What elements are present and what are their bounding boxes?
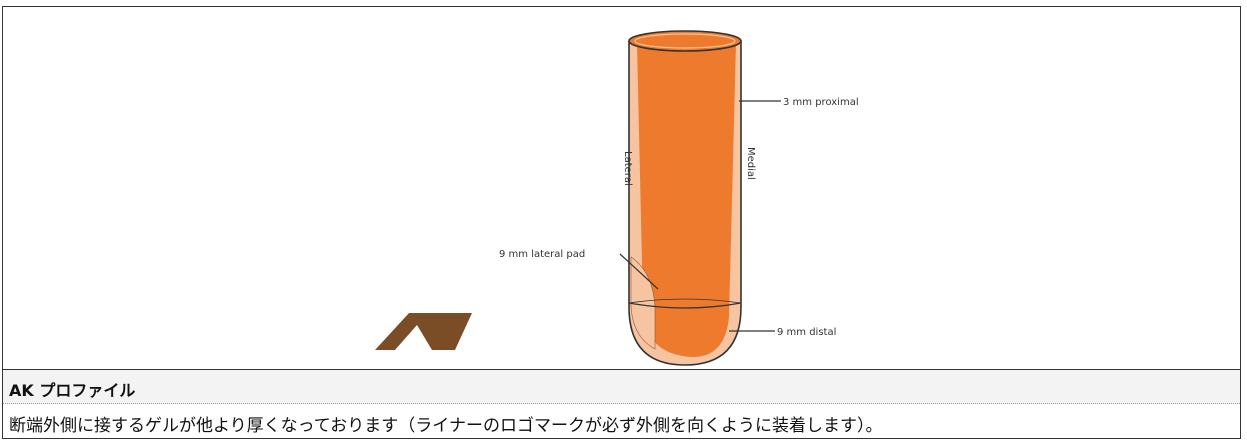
liner-opening <box>628 30 742 52</box>
liner-core <box>637 43 736 357</box>
lateral-side-label: Lateral <box>622 151 633 186</box>
medial-side-label: Medial <box>745 147 756 180</box>
lateral-pad-label: 9 mm lateral pad <box>499 249 585 260</box>
caption-description: 断端外側に接するゲルが他より厚くなっております（ライナーのロゴマークが必ず外側を… <box>9 416 883 436</box>
proximal-label: 3 mm proximal <box>783 97 859 108</box>
trim-line <box>628 302 742 309</box>
figure-table: 3 mm proximal 9 mm lateral pad 9 mm dist… <box>2 6 1241 439</box>
caption-description-row: 断端外側に接するゲルが他より厚くなっております（ライナーのロゴマークが必ず外側を… <box>3 404 1240 438</box>
caption-title: AK プロファイル <box>9 381 136 400</box>
distal-label: 9 mm distal <box>777 327 836 338</box>
caption-title-row: AK プロファイル <box>3 370 1240 404</box>
lateral-pad-leader <box>619 253 659 290</box>
diagram-cell: 3 mm proximal 9 mm lateral pad 9 mm dist… <box>3 7 1240 370</box>
brand-logo <box>375 313 472 350</box>
liner-diagram: 3 mm proximal 9 mm lateral pad 9 mm dist… <box>375 30 859 366</box>
